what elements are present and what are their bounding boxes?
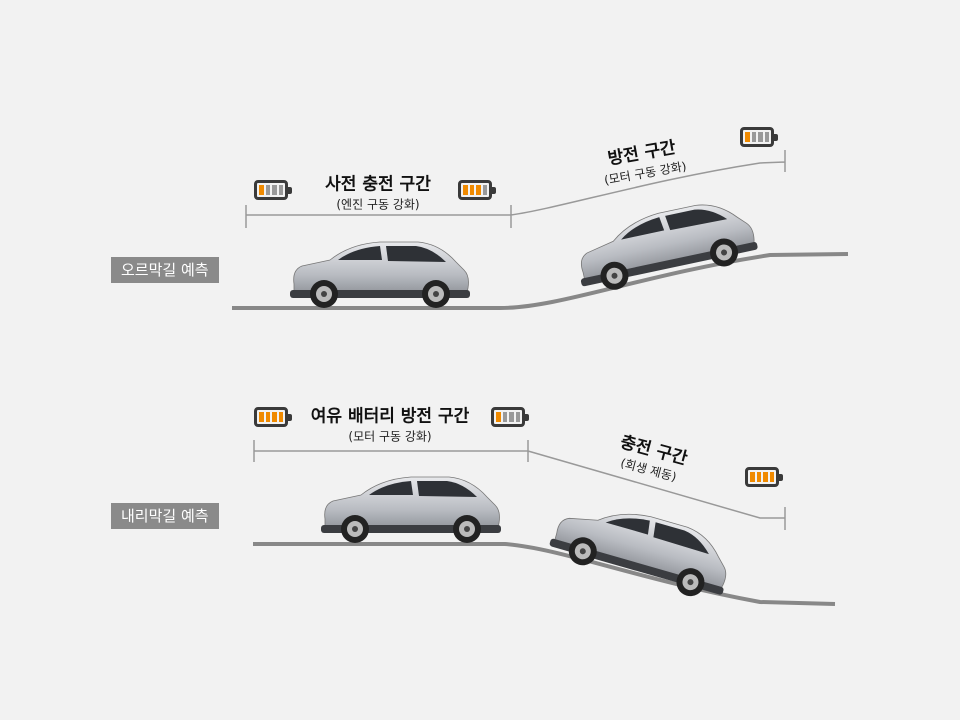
battery-cell — [769, 472, 774, 482]
car-downhill-flat — [320, 476, 502, 544]
battery-cell — [496, 412, 501, 422]
battery-icon — [458, 180, 496, 200]
battery-cell — [259, 412, 264, 422]
battery-cell — [515, 412, 520, 422]
battery-icon — [254, 407, 292, 427]
battery-cell — [278, 185, 283, 195]
battery-cell — [756, 472, 761, 482]
battery-cell — [272, 185, 277, 195]
battery-cell — [272, 412, 277, 422]
battery-cell — [476, 185, 481, 195]
battery-icon — [745, 467, 783, 487]
battery-cell — [463, 185, 468, 195]
car-uphill-flat — [289, 241, 471, 309]
battery-cell — [764, 132, 769, 142]
uphill-bracket — [245, 150, 786, 228]
battery-cell — [758, 132, 763, 142]
spare-discharge-section-label: 여유 배터리 방전 구간 (모터 구동 강화) — [311, 402, 470, 445]
battery-cell — [745, 132, 750, 142]
battery-cell — [763, 472, 768, 482]
pre-charge-section-label: 사전 충전 구간 (엔진 구동 강화) — [325, 170, 431, 213]
battery-icon — [491, 407, 529, 427]
battery-cell — [265, 185, 270, 195]
car-downhill-slope — [545, 491, 738, 606]
downhill-road — [253, 542, 836, 606]
battery-icon — [254, 180, 292, 200]
battery-cell — [278, 412, 283, 422]
section-subtitle: (모터 구동 강화) — [348, 429, 432, 444]
downhill-label: 내리막길 예측 — [111, 503, 219, 529]
section-title: 여유 배터리 방전 구간 — [310, 406, 470, 427]
battery-cell — [750, 472, 755, 482]
uphill-label: 오르막길 예측 — [111, 257, 219, 283]
battery-cell — [751, 132, 756, 142]
section-title: 사전 충전 구간 — [325, 174, 431, 195]
battery-icon — [740, 127, 778, 147]
downhill-bracket — [253, 440, 786, 530]
battery-cell — [469, 185, 474, 195]
car-uphill-slope — [569, 194, 761, 298]
battery-cell — [509, 412, 514, 422]
battery-cell — [259, 185, 264, 195]
section-subtitle: (엔진 구동 강화) — [336, 197, 420, 212]
battery-cell — [482, 185, 487, 195]
uphill-road — [232, 252, 849, 310]
battery-cell — [502, 412, 507, 422]
battery-cell — [265, 412, 270, 422]
